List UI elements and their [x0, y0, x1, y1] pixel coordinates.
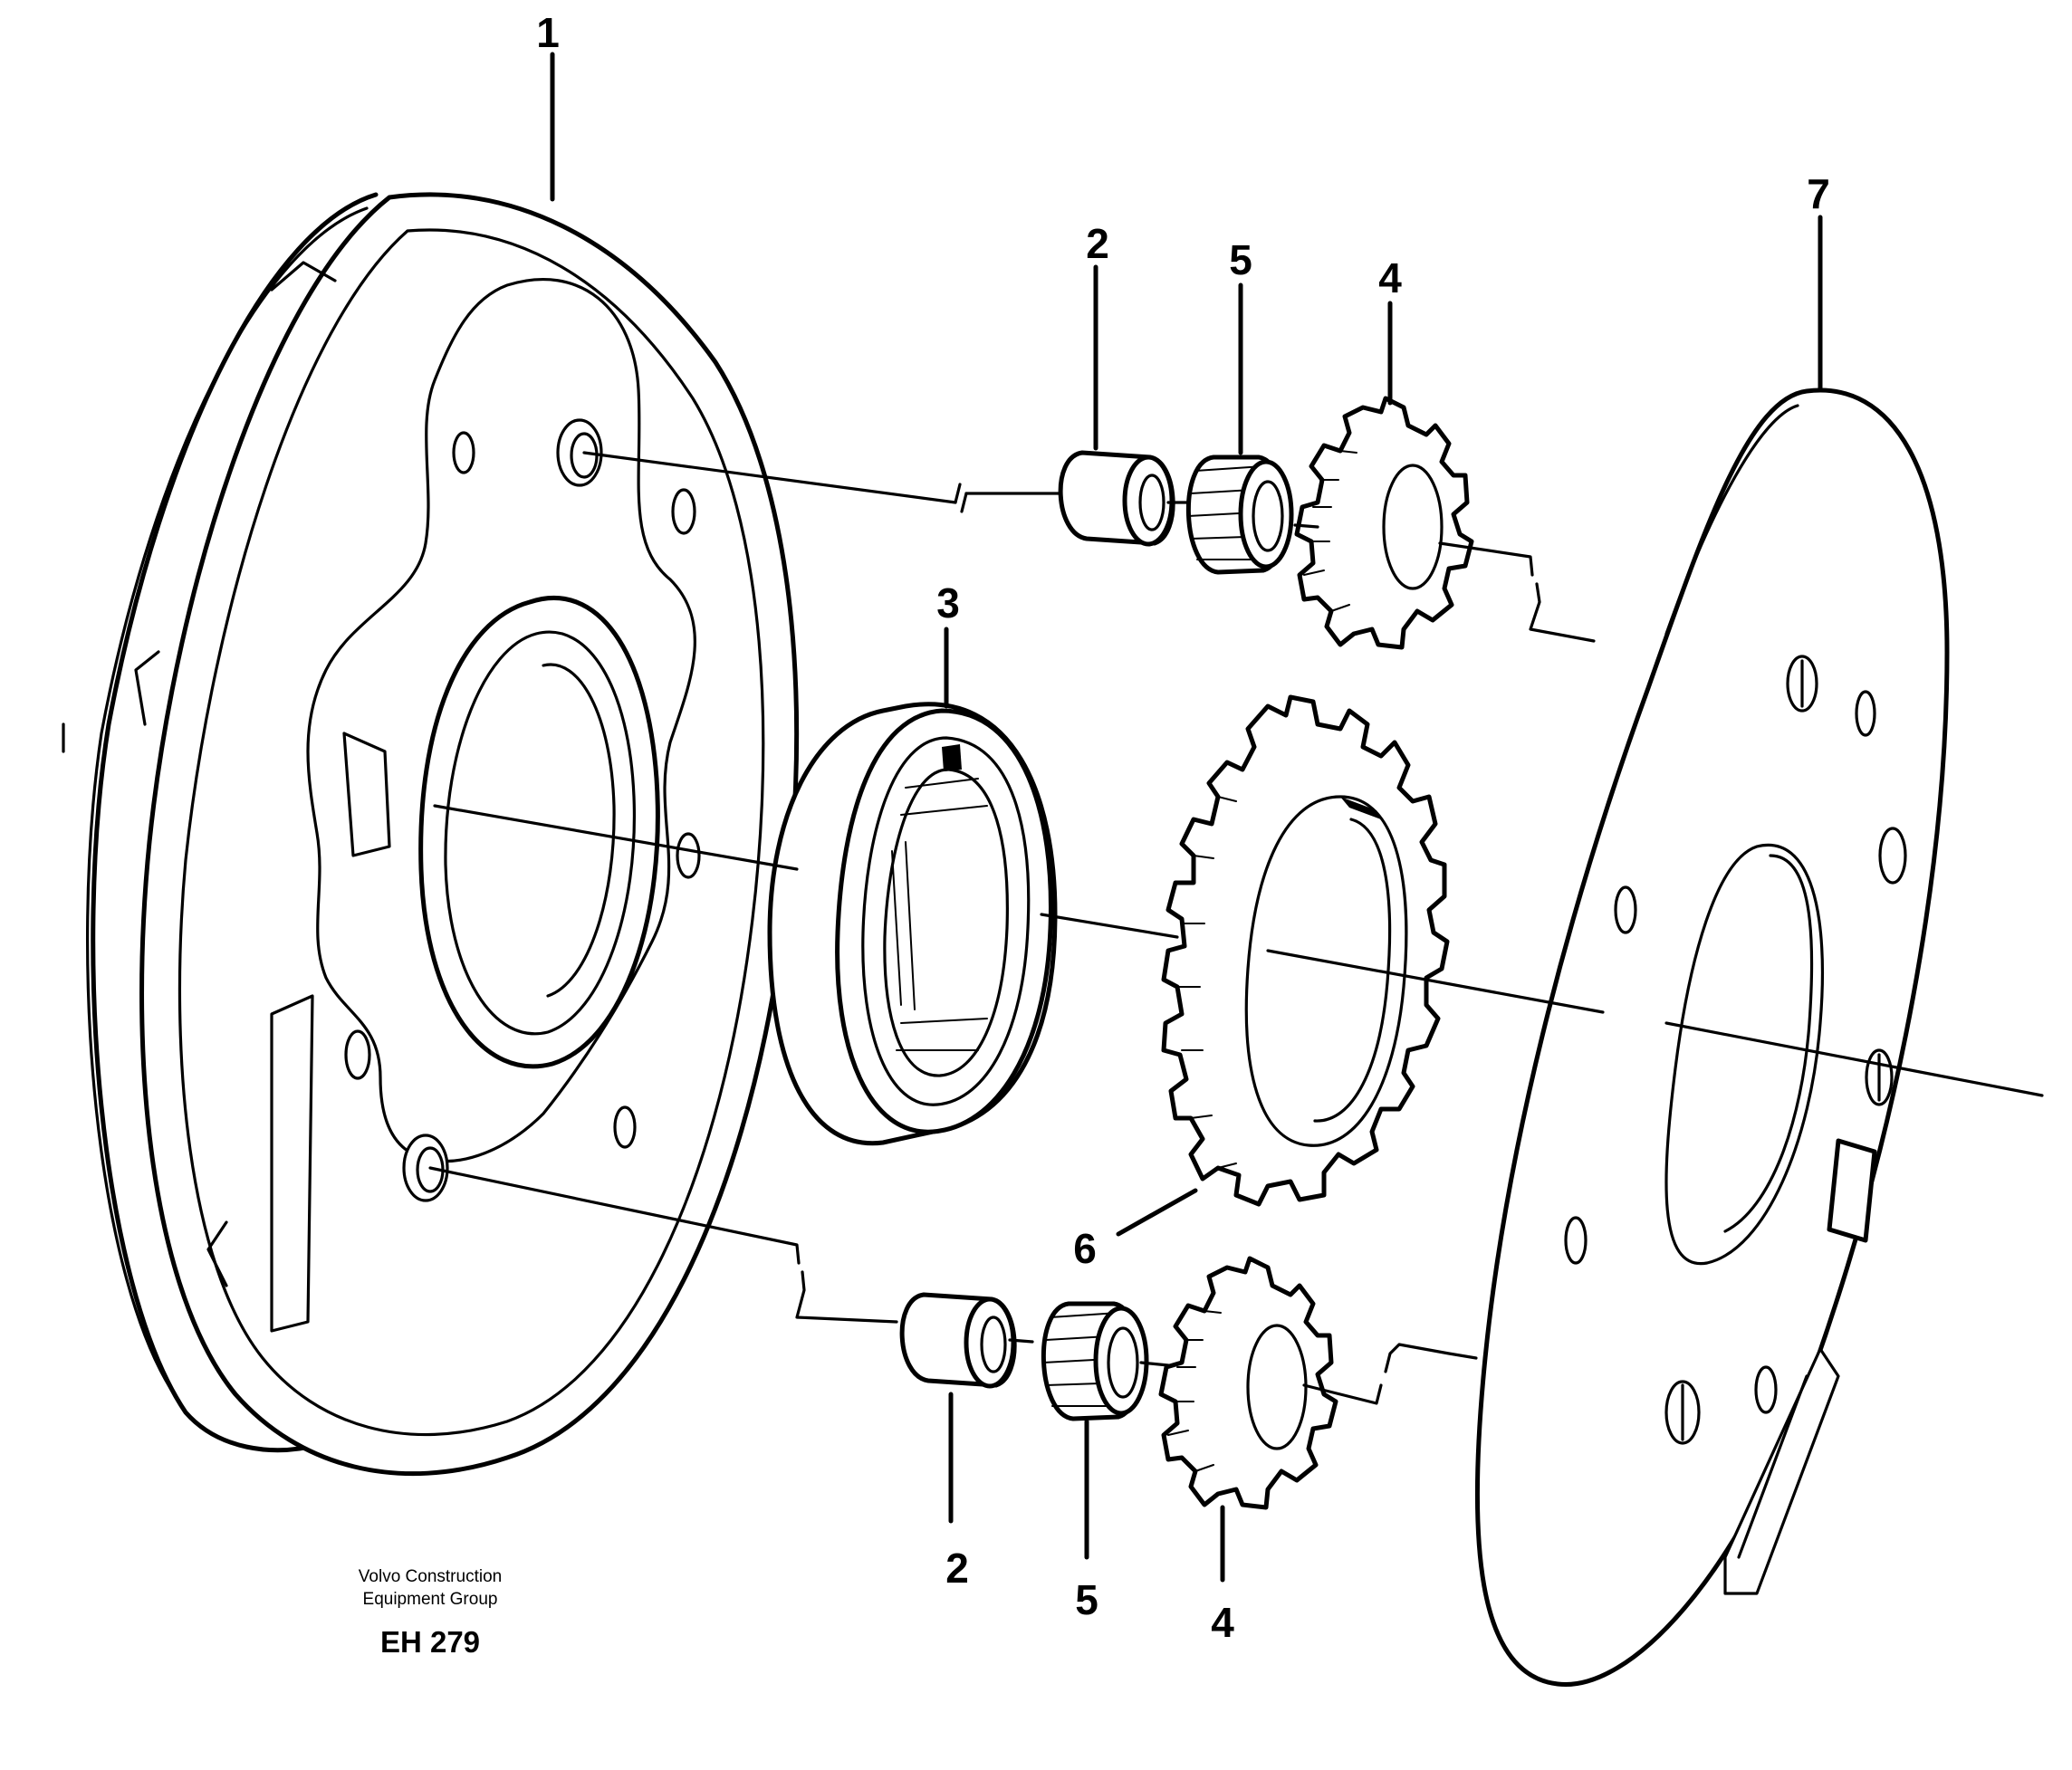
assembly-axis-lines — [62, 451, 2044, 1405]
credit-line-1: Volvo Construction — [359, 1567, 502, 1586]
callout-labels: 1 2 5 4 7 3 6 2 5 4 — [536, 9, 1830, 1646]
callout-1: 1 — [536, 9, 560, 56]
callout-4-top: 4 — [1378, 254, 1402, 301]
part-1-carrier-housing — [86, 192, 800, 1477]
part-2-bottom-planet-pin — [899, 1292, 1017, 1389]
callout-2-bottom: 2 — [945, 1545, 969, 1592]
top-planet-set — [1058, 396, 1474, 650]
leader-6 — [1116, 1188, 1198, 1237]
callout-5-bottom: 5 — [1075, 1576, 1098, 1623]
leader-lines — [550, 52, 1823, 1583]
part-6-ring-gear — [1161, 694, 1450, 1207]
part-5-top-needle-bearing — [1185, 454, 1294, 575]
callout-2-top: 2 — [1086, 220, 1109, 267]
bottom-planet-set — [899, 1256, 1338, 1510]
credit-block: Volvo Construction Equipment Group EH 27… — [359, 1567, 502, 1659]
part-3-roller-bearing — [767, 702, 1058, 1146]
callout-5-top: 5 — [1229, 236, 1252, 283]
part-7-cover-plate — [1474, 387, 1950, 1688]
part-2-top-planet-pin — [1058, 450, 1175, 547]
callout-7: 7 — [1807, 170, 1830, 217]
callout-4-bottom: 4 — [1211, 1599, 1234, 1646]
part-4-top-planet-gear — [1294, 396, 1474, 650]
callout-6: 6 — [1073, 1225, 1097, 1272]
bearing-rollers — [891, 744, 988, 1051]
drawing-code: EH 279 — [380, 1625, 480, 1659]
callout-3: 3 — [936, 579, 960, 627]
credit-line-2: Equipment Group — [363, 1590, 498, 1609]
part-4-bottom-planet-gear — [1158, 1256, 1338, 1510]
part-5-bottom-needle-bearing — [1041, 1301, 1149, 1421]
